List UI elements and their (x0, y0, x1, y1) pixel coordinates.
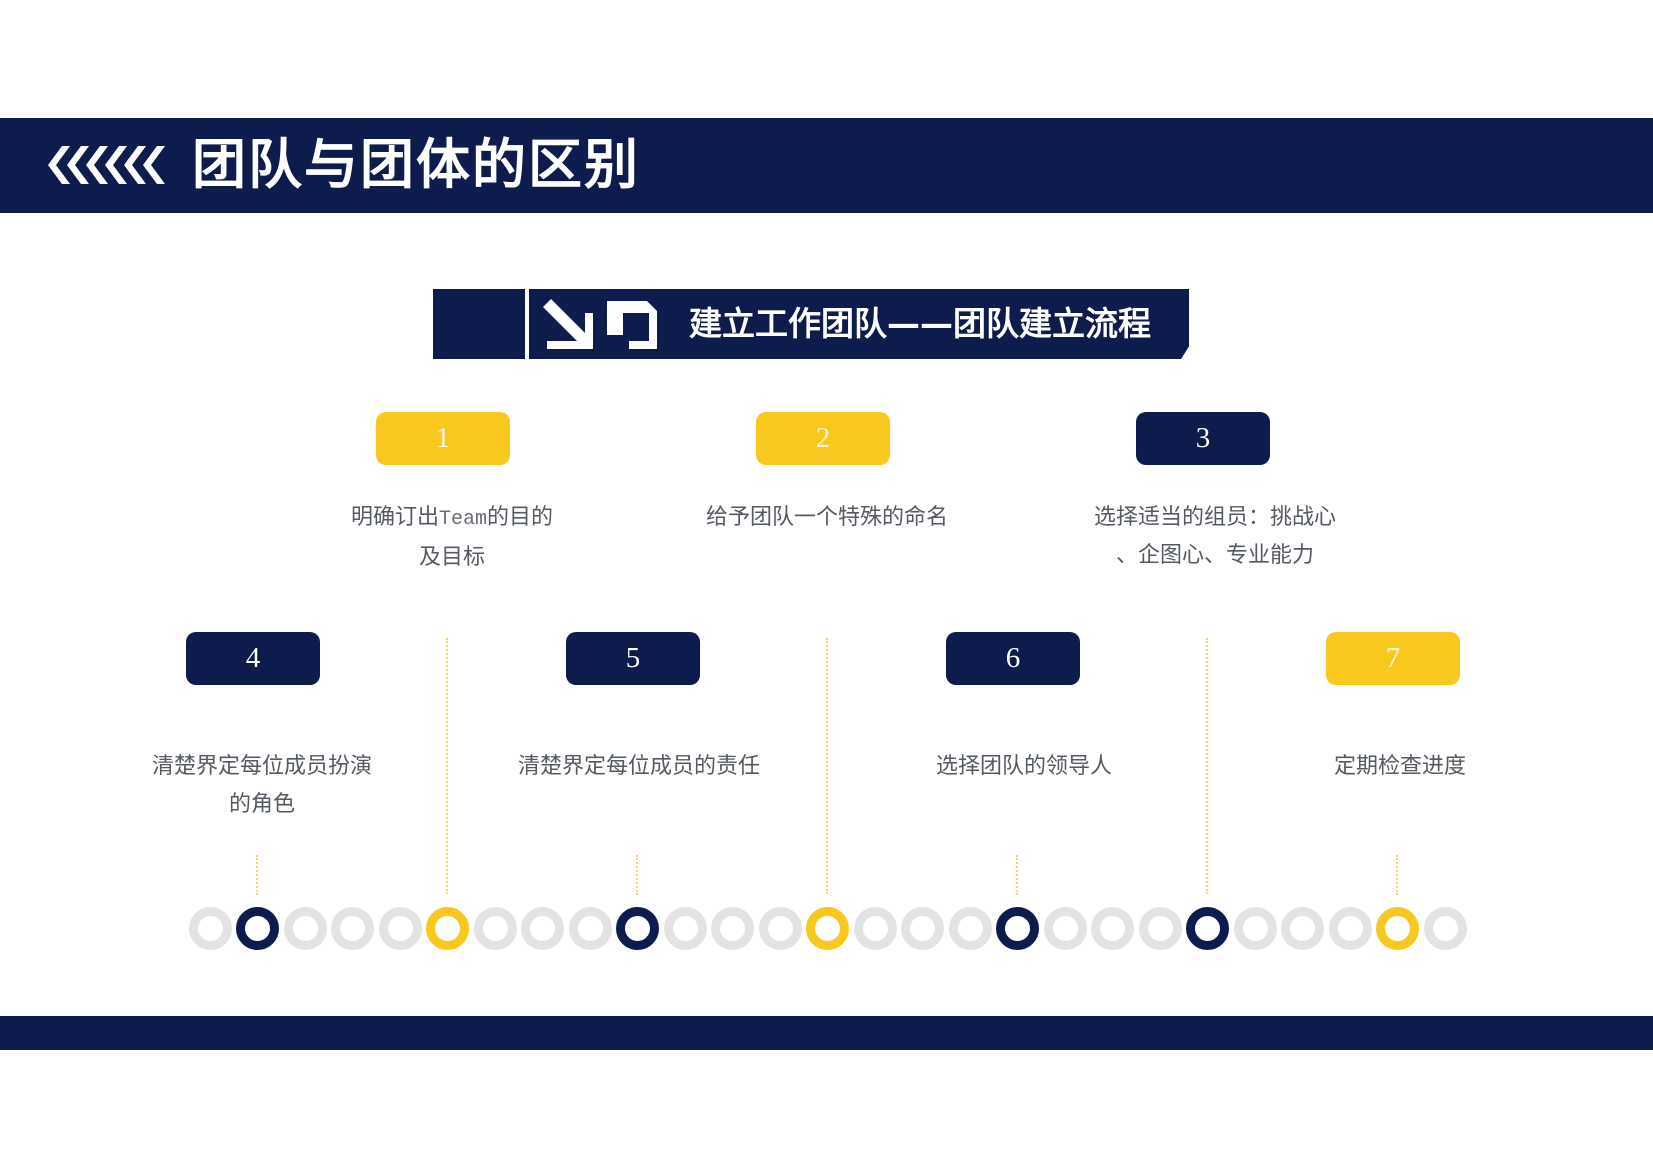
connector-line-3 (1206, 638, 1208, 894)
timeline-marker-yellow (1376, 906, 1419, 950)
step-7-badge: 7 (1326, 632, 1460, 685)
timeline-dot (711, 906, 754, 950)
timeline-marker-navy (616, 906, 659, 950)
chevrons-left-icon (48, 146, 165, 184)
connector-line-5 (636, 855, 638, 895)
header-bar: 团队与团体的区别 (0, 118, 1653, 213)
timeline-dot (1091, 906, 1134, 950)
banner-main: 建立工作团队——团队建立流程 (529, 289, 1189, 359)
timeline-marker-navy (236, 906, 279, 950)
step-3-badge: 3 (1136, 412, 1270, 465)
timeline-marker-yellow (806, 906, 849, 950)
timeline-dot (1328, 906, 1372, 950)
timeline-dot (568, 906, 612, 950)
step-3-text: 选择适当的组员：挑战心 、企图心、专业能力 (1093, 505, 1336, 568)
connector-line-6 (1016, 855, 1018, 895)
connector-line-4 (256, 855, 258, 895)
timeline-dot (1423, 906, 1467, 950)
banner-title: 建立工作团队——团队建立流程 (689, 304, 1151, 343)
step-6-text: 选择团队的领导人 (935, 754, 1112, 779)
timeline-dot (853, 906, 897, 950)
timeline-dot (1138, 906, 1182, 950)
timeline-dot (473, 906, 517, 950)
timeline-marker-yellow (426, 906, 469, 950)
timeline-dot (948, 906, 992, 950)
page-title: 团队与团体的区别 (192, 133, 640, 196)
step-4-text: 清楚界定每位成员扮演 的角色 (151, 754, 372, 817)
banner-accent-block (433, 289, 525, 359)
step-1-badge: 1 (376, 412, 510, 465)
step-2-text: 给予团队一个特殊的命名 (705, 505, 948, 530)
timeline-dot (283, 906, 327, 950)
timeline-dot (188, 906, 232, 950)
timeline-dot (1233, 906, 1277, 950)
connector-line-2 (826, 638, 828, 894)
timeline-dot (901, 906, 944, 950)
timeline-dot (378, 906, 422, 950)
connector-line-1 (446, 638, 448, 894)
timeline-dot (1281, 906, 1324, 950)
section-banner: 建立工作团队——团队建立流程 (433, 289, 1189, 359)
connector-line-7 (1396, 855, 1398, 895)
timeline-dot (758, 906, 802, 950)
step-2-badge: 2 (756, 412, 890, 465)
timeline-marker-navy (1186, 906, 1229, 950)
timeline-dot (331, 906, 374, 950)
step-5-text: 清楚界定每位成员的责任 (517, 754, 760, 779)
step-7-text: 定期检查进度 (1333, 754, 1466, 779)
step-6-badge: 6 (946, 632, 1080, 685)
timeline-dot (521, 906, 564, 950)
step-1-text: 明确订出Team的目的 及目标 (350, 505, 554, 570)
footer-bar (0, 1016, 1653, 1050)
timeline-dot (663, 906, 707, 950)
arrow-down-right-square-icon (543, 299, 657, 349)
step-5-badge: 5 (566, 632, 700, 685)
step-4-badge: 4 (186, 632, 320, 685)
timeline-marker-navy (996, 906, 1039, 950)
timeline-dot (1043, 906, 1087, 950)
